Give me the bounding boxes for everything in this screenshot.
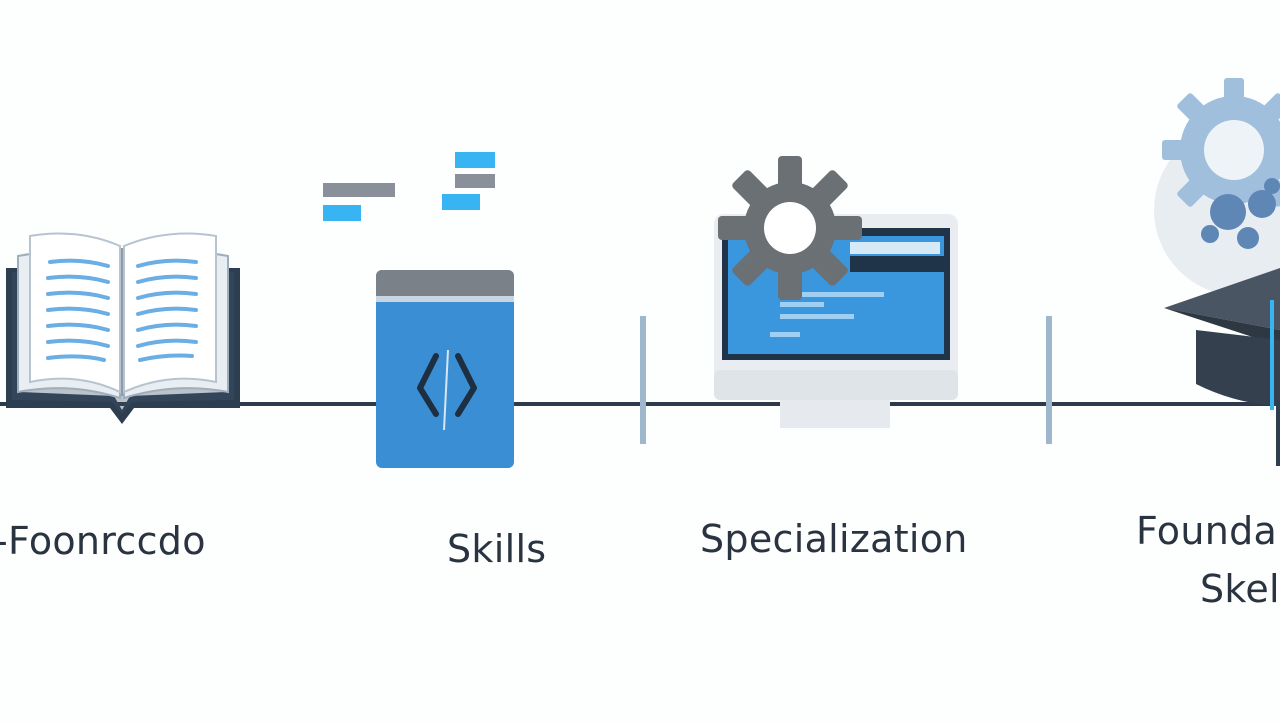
stage-label-specialization: Specialization [700, 517, 968, 561]
stage-label-skills: Skills [447, 527, 547, 571]
stage-label-founda: Founda [1136, 509, 1278, 553]
timeline-tick [640, 316, 646, 444]
open-book-icon [6, 232, 240, 424]
monitor-gear-icon [714, 156, 958, 428]
floating-bars-decoration [323, 152, 495, 221]
code-book-icon [376, 270, 514, 468]
graduation-cap-gears-icon [1154, 78, 1280, 466]
timeline-tick [1046, 316, 1052, 444]
stage-label-foundation: -Foonrccdo [0, 519, 206, 563]
stage-label-skel: Skel [1200, 567, 1280, 611]
